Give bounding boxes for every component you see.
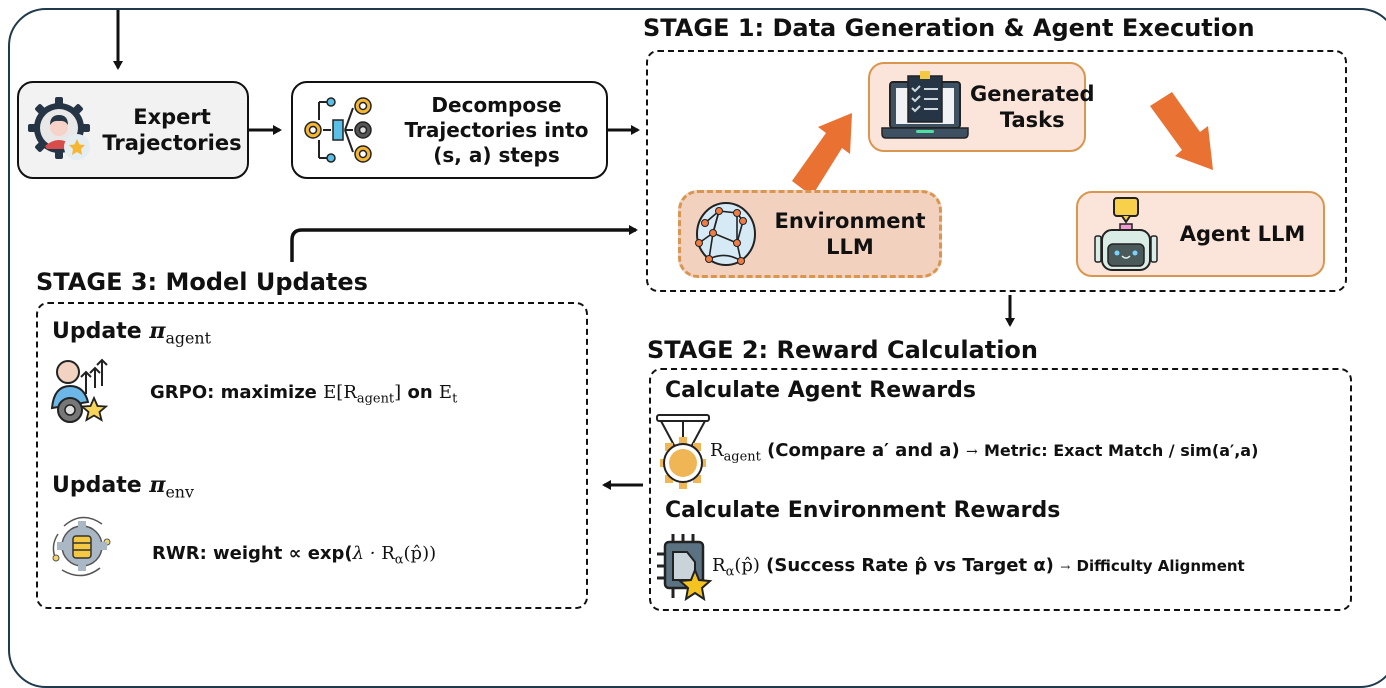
grpo-formula: GRPO: maximize E[Ragent] on Et <box>150 382 457 407</box>
agent-reward-subscript: agent <box>723 449 761 465</box>
agent-llm-node[interactable]: Agent LLM <box>1076 191 1325 277</box>
grpo-reward-subscript: agent <box>356 391 395 407</box>
gear-balance-icon <box>656 414 710 489</box>
stage3-box <box>36 302 588 609</box>
decompose-gears-icon <box>304 97 372 163</box>
environment-llm-line2: LLM <box>826 235 874 259</box>
user-growth-icon <box>50 358 109 423</box>
env-reward-result: Difficulty Alignment <box>1076 557 1245 575</box>
generated-tasks-label: Generated Tasks <box>970 81 1095 134</box>
agent-update-heading: Update πagent <box>52 318 211 347</box>
rwr-reward: R <box>381 543 395 564</box>
env-reward-argument: (p̂) <box>734 555 760 576</box>
agent-reward-symbol: R <box>710 440 724 461</box>
rwr-close: ) <box>429 543 437 564</box>
env-reward-description: (Success Rate p̂ vs Target α) <box>766 555 1054 576</box>
grpo-method: GRPO: maximize <box>150 382 317 403</box>
connectors <box>113 10 1213 490</box>
grpo-reward: R <box>343 382 357 403</box>
laptop-checklist-icon <box>881 71 969 139</box>
rwr-reward-subscript: α <box>394 552 404 568</box>
env-pi-symbol: π <box>149 472 166 498</box>
environment-llm-line1: Environment <box>774 208 926 233</box>
decompose-line1: Decompose <box>431 92 562 117</box>
env-reward-subscript: α <box>725 564 735 580</box>
grpo-expectation-open: E[ <box>323 382 344 403</box>
orange-arrow-tasks-to-agent <box>1150 92 1213 170</box>
agent-rewards-heading: Calculate Agent Rewards <box>665 378 976 403</box>
expert-line1: Expert <box>133 104 211 129</box>
expert-trajectories-label: Expert Trajectories <box>97 104 247 157</box>
rwr-lambda: λ · <box>352 543 382 564</box>
stage2-title: STAGE 2: Reward Calculation <box>647 336 1039 364</box>
agent-pi-subscript: agent <box>165 328 211 348</box>
env-reward-formula: Rα(p̂) (Success Rate p̂ vs Target α) → D… <box>712 555 1245 580</box>
generated-tasks-line2: Tasks <box>999 108 1065 132</box>
grpo-env: E <box>438 382 453 403</box>
rwr-method: RWR: weight ∝ exp( <box>152 543 353 564</box>
env-pi-subscript: env <box>165 482 194 502</box>
rwr-argument: (p̂) <box>403 543 430 564</box>
rwr-formula: RWR: weight ∝ exp(λ · Rα(p̂)) <box>152 543 436 568</box>
env-rewards-heading: Calculate Environment Rewards <box>665 498 1061 523</box>
agent-reward-description: (Compare a′ and a) <box>767 440 960 461</box>
agent-reward-metric: Metric: Exact Match / sim(a′,a) <box>983 441 1259 460</box>
agent-update-label: Update <box>52 319 142 344</box>
agent-llm-label: Agent LLM <box>1179 221 1306 246</box>
grpo-on: on <box>407 382 433 403</box>
expert-user-gear-icon <box>28 97 90 160</box>
decompose-node[interactable]: Decompose Trajectories into (s, a) steps <box>291 81 608 179</box>
arrow-stage3-to-stage1 <box>290 225 638 262</box>
agent-reward-formula: Ragent (Compare a′ and a) → Metric: Exac… <box>710 440 1258 465</box>
chip-star-icon <box>657 534 713 602</box>
decompose-line3: (s, a) steps <box>433 142 560 167</box>
stage2-box <box>649 368 1352 611</box>
globe-network-icon <box>695 202 756 266</box>
grpo-env-subscript: t <box>452 391 458 407</box>
decompose-line2: Trajectories into <box>404 117 589 142</box>
decompose-label: Decompose Trajectories into (s, a) steps <box>387 93 606 168</box>
orange-arrow-env-to-tasks <box>792 113 852 196</box>
env-update-heading: Update πenv <box>52 472 194 501</box>
agent-pi-symbol: π <box>149 318 166 344</box>
gear <box>304 97 372 163</box>
expert-trajectories-node[interactable]: Expert Trajectories <box>17 81 249 179</box>
stage1-title: STAGE 1: Data Generation & Agent Executi… <box>643 14 1255 42</box>
grpo-expectation-close: ] <box>394 382 402 403</box>
generated-tasks-node[interactable]: Generated Tasks <box>868 62 1095 152</box>
env-reward-symbol: R <box>712 555 726 576</box>
stage1-box <box>646 50 1347 292</box>
gear-database-cycle-icon <box>52 516 111 577</box>
expert-line2: Trajectories <box>102 131 242 155</box>
env-update-label: Update <box>52 473 142 498</box>
env-reward-arrow: → <box>1060 560 1071 574</box>
robot-agent-icon <box>1094 197 1158 271</box>
environment-llm-label: Environment LLM <box>761 208 939 261</box>
generated-tasks-line1: Generated <box>970 81 1095 106</box>
stage3-title: STAGE 3: Model Updates <box>36 268 368 296</box>
agent-reward-arrow: → <box>965 444 978 460</box>
environment-llm-node[interactable]: Environment LLM <box>678 190 942 278</box>
